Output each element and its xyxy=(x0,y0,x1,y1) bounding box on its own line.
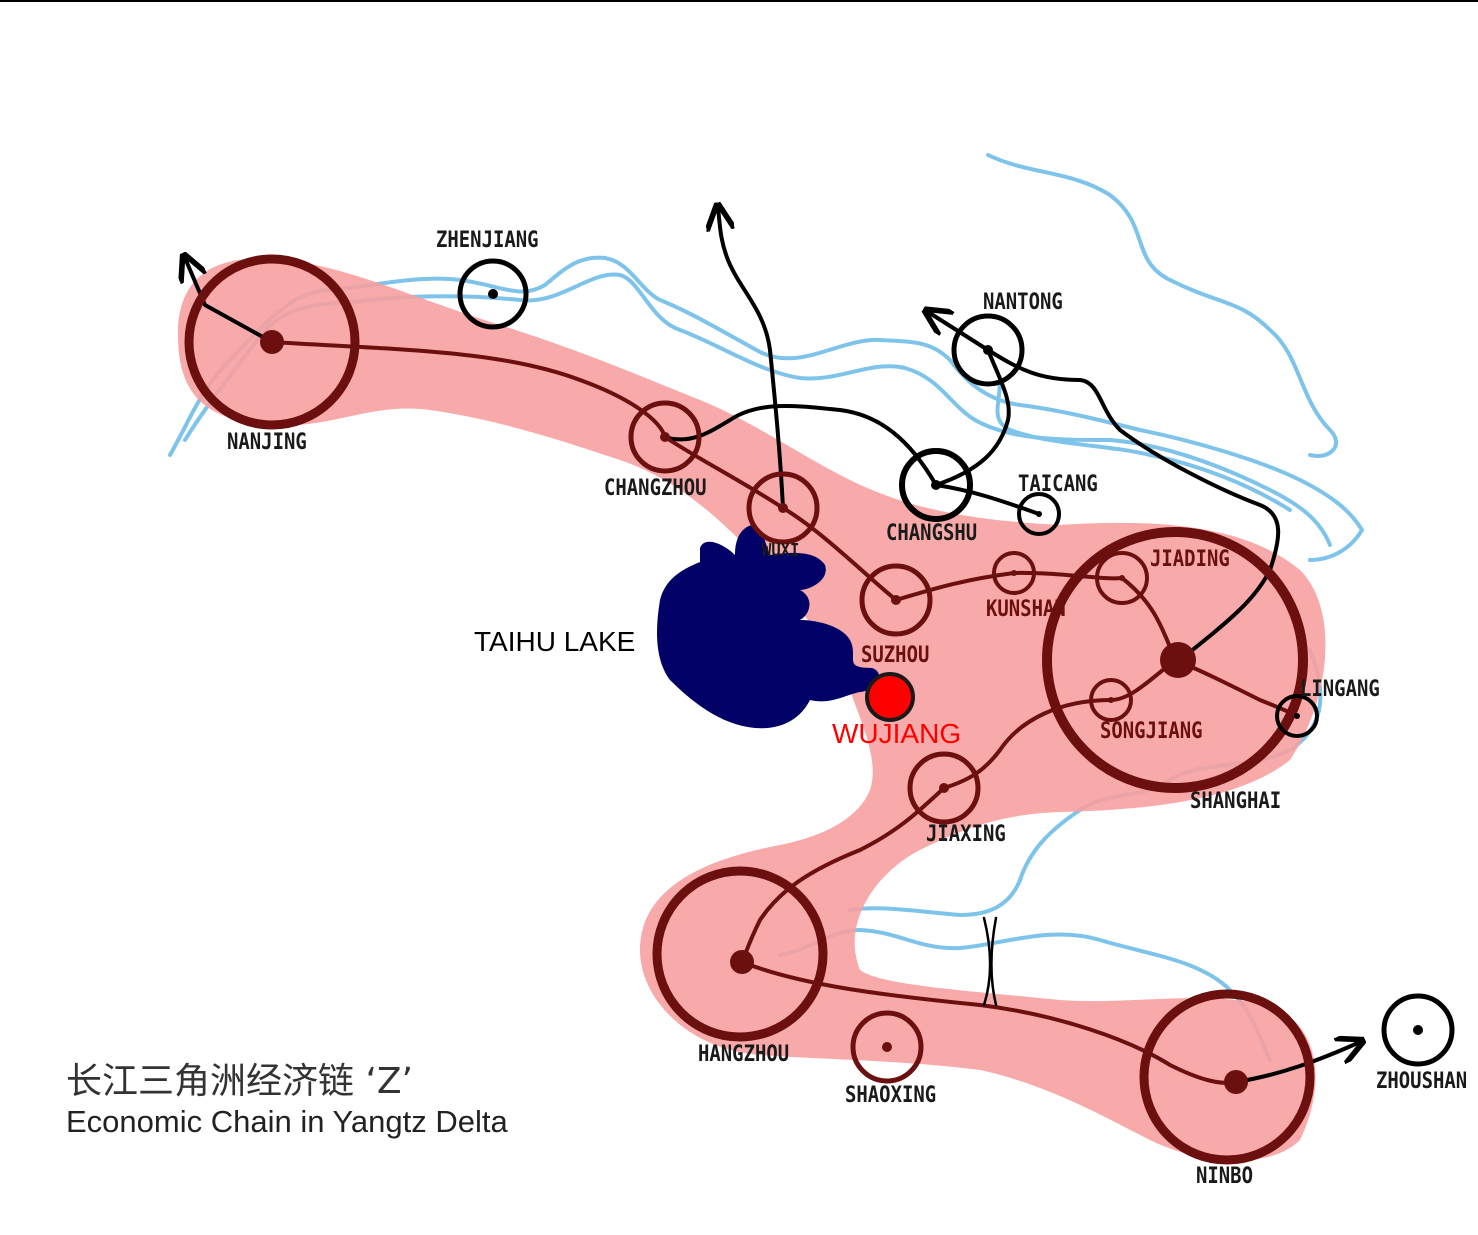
chain-ninbo-arrow xyxy=(1234,1042,1360,1084)
chain-bridge-right xyxy=(990,916,998,1007)
route-changshu-taicang xyxy=(934,483,1041,516)
city-shaoxing xyxy=(850,1010,924,1084)
chain-suzhou-shanghai xyxy=(894,570,1177,662)
label-shaoxing: SHAOXING xyxy=(845,1083,937,1108)
city-changzhou xyxy=(628,400,702,474)
chain-shanghai-jiaxing xyxy=(942,658,1177,790)
label-suzhou: SUZHOU xyxy=(861,643,930,668)
chain-hangzhou-ninbo xyxy=(740,960,1238,1085)
route-nanjing-arrow xyxy=(185,258,274,344)
city-suzhou xyxy=(859,563,933,637)
city-ninbo xyxy=(1139,989,1315,1165)
caption-english: Economic Chain in Yangtz Delta xyxy=(66,1104,508,1139)
route-north-arrow xyxy=(718,208,785,510)
city-taicang xyxy=(1017,492,1061,536)
label-wujiang: WUJIANG xyxy=(832,718,962,749)
label-jiaxing: JIAXING xyxy=(926,822,1006,847)
chain-jiaxing-hangzhou xyxy=(740,786,946,964)
chain-nanjing-suzhou xyxy=(270,340,898,602)
label-songjiang: SONGJIANG xyxy=(1100,719,1203,744)
city-nantong xyxy=(951,313,1025,387)
city-nanjing xyxy=(184,254,360,430)
route-changshu-west xyxy=(663,403,938,487)
route-nantong-east xyxy=(986,348,1281,662)
city-jiaxing xyxy=(907,751,981,825)
label-wuxi: WUXI xyxy=(762,540,800,561)
label-ninbo: NINBO xyxy=(1196,1164,1253,1189)
river-estuary-north xyxy=(986,153,1339,458)
city-wujiang-highlight xyxy=(865,672,915,722)
label-kunshan: KUNSHAN xyxy=(986,597,1066,622)
river-estuary-inner xyxy=(995,378,1292,512)
city-songjiang xyxy=(1089,678,1133,722)
label-changzhou: CHANGZHOU xyxy=(604,476,707,501)
city-wuxi xyxy=(746,471,820,545)
label-lingang: LINGANG xyxy=(1300,677,1380,702)
city-jiading xyxy=(1095,551,1149,605)
chain-bridge-left xyxy=(982,916,992,1007)
city-changshu xyxy=(899,448,973,522)
city-zhenjiang xyxy=(457,258,529,330)
city-hangzhou xyxy=(652,866,828,1042)
main-chain xyxy=(270,340,1360,1085)
label-changshu: CHANGSHU xyxy=(886,521,978,546)
city-kunshan xyxy=(992,551,1036,595)
label-hangzhou: HANGZHOU xyxy=(698,1042,790,1067)
label-jiading: JIADING xyxy=(1150,547,1230,572)
label-nantong: NANTONG xyxy=(983,290,1063,315)
city-zhoushan xyxy=(1381,993,1455,1067)
label-taihu-lake: TAIHU LAKE xyxy=(474,626,636,657)
city-nodes xyxy=(184,254,1455,1165)
top-border xyxy=(0,0,1478,2)
label-zhoushan: ZHOUSHAN xyxy=(1376,1069,1468,1094)
city-shanghai xyxy=(1042,527,1308,793)
city-lingang xyxy=(1275,694,1319,738)
label-shanghai: SHANGHAI xyxy=(1190,789,1282,814)
label-taicang: TAICANG xyxy=(1018,472,1098,497)
caption-chinese: 长江三角洲经济链 ‘Z’ xyxy=(66,1061,413,1102)
label-nanjing: NANJING xyxy=(227,430,307,455)
label-zhenjiang: ZHENJIANG xyxy=(436,228,539,253)
taihu-lake xyxy=(657,525,880,729)
z-corridor xyxy=(177,258,1326,1161)
